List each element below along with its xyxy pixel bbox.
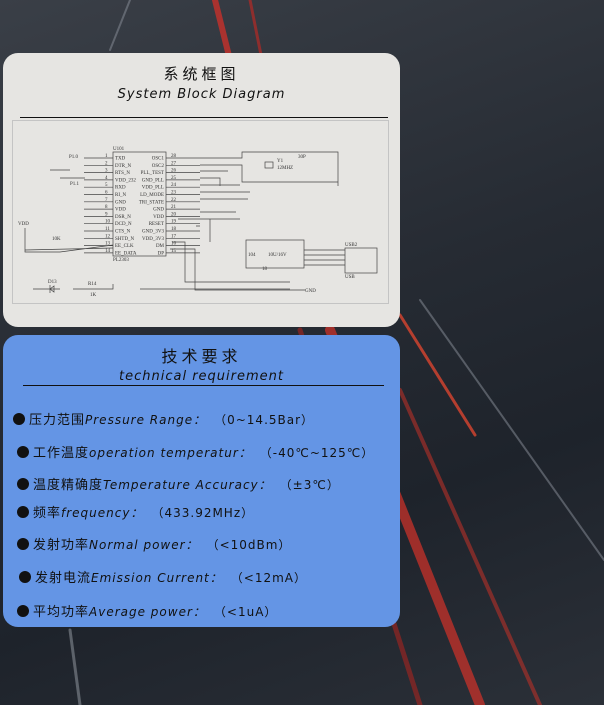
requirement-en: Pressure Range： bbox=[85, 413, 207, 427]
requirement-value: （433.92MHz） bbox=[157, 506, 255, 520]
requirement-item: 压力范围Pressure Range： （0~14.5Bar） bbox=[13, 409, 314, 428]
requirement-item: 平均功率Average power： （<1uA） bbox=[17, 601, 277, 620]
requirement-cn: 温度精确度 bbox=[33, 478, 104, 493]
requirement-value: （<10dBm） bbox=[212, 538, 292, 552]
requirement-en: Emission Current： bbox=[91, 571, 223, 585]
schematic-frame bbox=[12, 120, 389, 304]
requirement-en: Average power： bbox=[89, 605, 206, 619]
divider bbox=[20, 117, 388, 118]
bullet-icon bbox=[17, 506, 29, 518]
requirement-item: 工作温度operation temperatur： （-40℃~125℃） bbox=[17, 442, 374, 461]
requirement-cn: 压力范围 bbox=[29, 413, 86, 428]
requirement-en: Temperature Accuracy： bbox=[103, 478, 272, 492]
requirement-en: operation temperatur： bbox=[89, 446, 252, 460]
bullet-icon bbox=[17, 446, 29, 458]
bullet-icon bbox=[19, 571, 31, 583]
requirement-item: 频率frequency： （433.92MHz） bbox=[17, 502, 254, 521]
bullet-icon bbox=[17, 478, 29, 490]
requirement-cn: 工作温度 bbox=[33, 446, 90, 461]
block-diagram-card: 系统框图 System Block Diagram bbox=[3, 53, 400, 327]
requirement-en: frequency： bbox=[61, 506, 144, 520]
block-diagram-title-cn: 系统框图 bbox=[163, 65, 240, 83]
requirement-item: 发射电流Emission Current： （<12mA） bbox=[19, 567, 307, 586]
bullet-icon bbox=[17, 605, 29, 617]
divider bbox=[23, 385, 384, 386]
technical-requirements-card: 技术要求 technical requirement 压力范围Pressure … bbox=[3, 335, 400, 627]
requirement-value: （<1uA） bbox=[219, 605, 278, 619]
requirement-value: （±3℃） bbox=[285, 478, 340, 492]
requirement-cn: 发射电流 bbox=[35, 571, 92, 586]
requirement-value: （-40℃~125℃） bbox=[265, 446, 375, 460]
requirement-en: Normal power： bbox=[89, 538, 199, 552]
requirement-item: 发射功率Normal power： （<10dBm） bbox=[17, 534, 291, 553]
requirement-cn: 发射功率 bbox=[33, 538, 90, 553]
bullet-icon bbox=[17, 538, 29, 550]
requirement-value: （0~14.5Bar） bbox=[220, 413, 315, 427]
tech-title-cn: 技术要求 bbox=[161, 347, 242, 366]
requirement-value: （<12mA） bbox=[236, 571, 308, 585]
bullet-icon bbox=[13, 413, 25, 425]
requirement-cn: 平均功率 bbox=[33, 605, 90, 620]
tech-title-en: technical requirement bbox=[119, 369, 284, 384]
requirement-item: 温度精确度Temperature Accuracy： （±3℃） bbox=[17, 474, 340, 493]
block-diagram-title-en: System Block Diagram bbox=[117, 87, 286, 102]
requirement-cn: 频率 bbox=[33, 506, 62, 521]
